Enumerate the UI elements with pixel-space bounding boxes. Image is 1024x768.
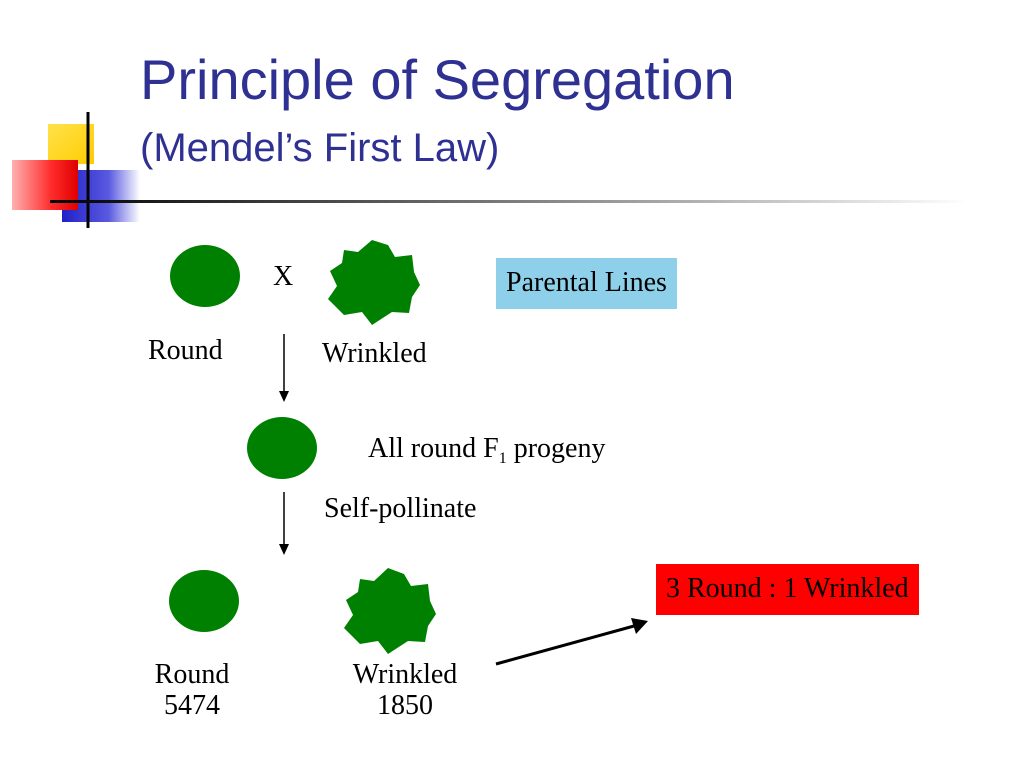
f1-round-seed-icon: [247, 417, 317, 479]
f2-round-count: 5474: [164, 689, 220, 721]
f2-wrinkled-label: Wrinkled 1850: [335, 659, 475, 722]
arrow-f1-to-f2: [279, 492, 289, 555]
f1-progeny-text-end: progeny: [506, 433, 606, 464]
parent-round-seed-icon: [170, 245, 240, 307]
f2-wrinkled-count: 1850: [377, 689, 433, 721]
parent-round-label: Round: [148, 335, 223, 366]
slide-subtitle: (Mendel’s First Law): [140, 126, 500, 170]
arrow-parent-to-f1: [279, 334, 289, 402]
parent-wrinkled-seed-icon: [328, 240, 420, 325]
decorative-squares: [12, 112, 140, 228]
f2-wrinkled-text: Wrinkled: [352, 659, 458, 690]
f1-progeny-text: All round F: [368, 433, 499, 464]
f2-round-label: Round 5474: [132, 659, 252, 722]
arrow-to-ratio: [495, 618, 648, 666]
f2-wrinkled-seed-icon: [344, 568, 436, 654]
f2-round-seed-icon: [169, 570, 239, 632]
ratio-box: 3 Round : 1 Wrinkled: [656, 564, 919, 615]
cross-symbol: X: [273, 261, 294, 292]
title-underline: [50, 200, 970, 203]
f1-subscript: 1: [498, 450, 507, 467]
parent-wrinkled-label: Wrinkled: [322, 338, 427, 369]
f2-round-text: Round: [154, 659, 230, 690]
slide-title: Principle of Segregation: [140, 48, 735, 111]
f1-progeny-label: All round F1 progeny: [368, 433, 606, 467]
parental-lines-box: Parental Lines: [496, 258, 677, 309]
self-pollinate-label: Self-pollinate: [324, 493, 477, 524]
deco-yellow-square: [48, 124, 94, 164]
